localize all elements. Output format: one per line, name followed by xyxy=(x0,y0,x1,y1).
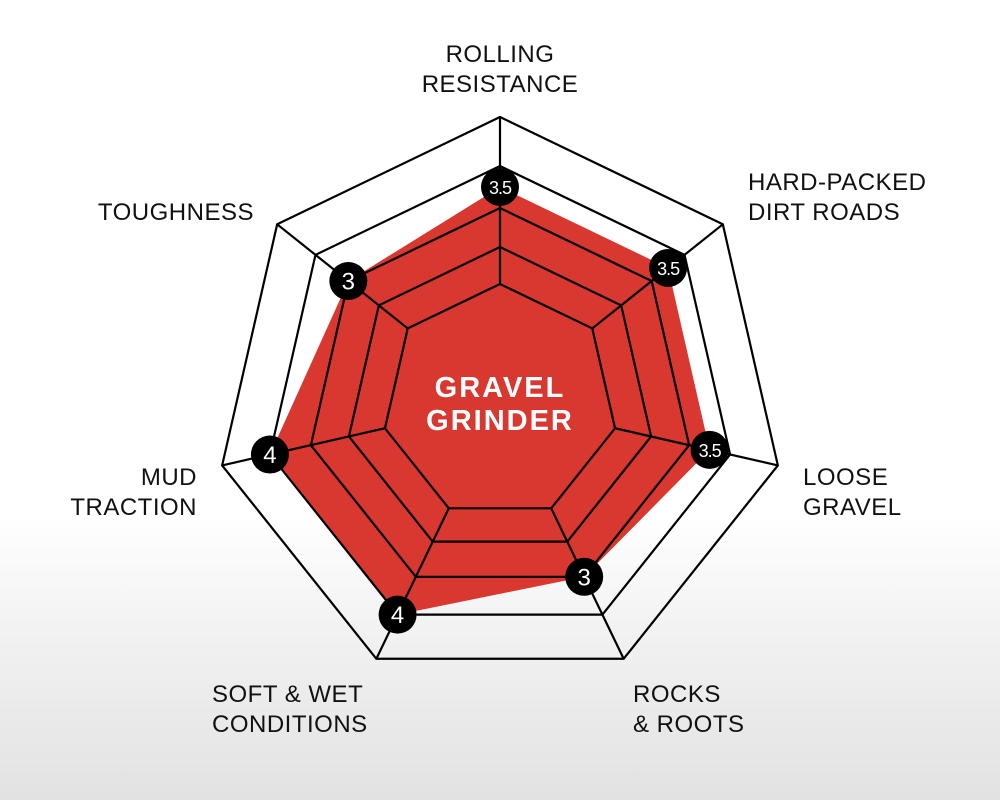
value-badge: 4 xyxy=(250,435,289,474)
grid-spoke xyxy=(221,427,386,467)
badge-circle xyxy=(649,248,688,287)
label-line: TOUGHNESS xyxy=(97,199,254,226)
label-line: TRACTION xyxy=(70,494,197,521)
badge-circle xyxy=(565,557,604,596)
grid-rings xyxy=(220,115,780,660)
label-line: DIRT ROADS xyxy=(748,199,901,226)
axis-label-rocks-roots: ROCKS & ROOTS xyxy=(633,680,745,740)
value-badge: 3.5 xyxy=(690,430,729,469)
label-line: ROCKS xyxy=(633,681,721,708)
axis-label-hard-packed-dirt-roads: HARD-PACKED DIRT ROADS xyxy=(748,168,926,228)
value-badge: 3.5 xyxy=(481,168,519,206)
grid-spoke xyxy=(375,507,450,660)
badge-circle xyxy=(690,430,729,469)
badge-value: 3.5 xyxy=(699,441,722,461)
grid-ring-1 xyxy=(383,282,617,510)
label-line: MUD xyxy=(140,464,197,491)
label-line: CONDITIONS xyxy=(212,711,368,738)
badge-value: 3.5 xyxy=(657,259,680,279)
chart-title: GRAVEL GRINDER xyxy=(426,372,574,438)
value-badge: 3 xyxy=(329,262,368,301)
badge-value: 3 xyxy=(342,269,355,296)
axis-label-soft-wet-conditions: SOFT & WET CONDITIONS xyxy=(212,680,368,740)
label-line: LOOSE xyxy=(803,464,889,491)
badge-value: 4 xyxy=(391,602,404,629)
value-badge: 3.5 xyxy=(649,248,688,287)
axis-label-loose-gravel: LOOSE GRAVEL xyxy=(803,463,902,523)
grid-ring-2 xyxy=(347,245,653,543)
label-line: RESISTANCE xyxy=(421,71,579,98)
grid-ring-3 xyxy=(309,206,691,578)
badge-value: 4 xyxy=(263,442,276,469)
badge-circle xyxy=(250,435,289,474)
value-badges: 3.5 3.5 3.5 3 4 4 3 xyxy=(250,168,729,634)
badge-value: 3.5 xyxy=(489,178,512,198)
badge-circle xyxy=(378,595,417,634)
axis-label-mud-traction: MUD TRACTION xyxy=(70,463,197,523)
badge-value: 3 xyxy=(577,564,590,591)
label-line: ROLLING xyxy=(445,41,555,68)
grid-ring-4 xyxy=(268,164,732,616)
chart-title-line2: GRINDER xyxy=(426,405,574,437)
label-line: GRAVEL xyxy=(803,494,902,521)
badge-circle xyxy=(329,262,368,301)
badge-circle xyxy=(481,168,519,206)
chart-title-line1: GRAVEL xyxy=(434,372,566,404)
axis-label-toughness: TOUGHNESS xyxy=(98,198,254,228)
axis-label-rolling-resistance: ROLLING RESISTANCE xyxy=(422,40,579,100)
label-line: HARD-PACKED xyxy=(748,169,927,196)
value-badge: 4 xyxy=(378,595,417,634)
grid-ring-5 xyxy=(220,115,780,660)
label-line: SOFT & WET xyxy=(212,681,364,708)
value-badge: 3 xyxy=(565,557,604,596)
label-line: & ROOTS xyxy=(633,711,745,738)
